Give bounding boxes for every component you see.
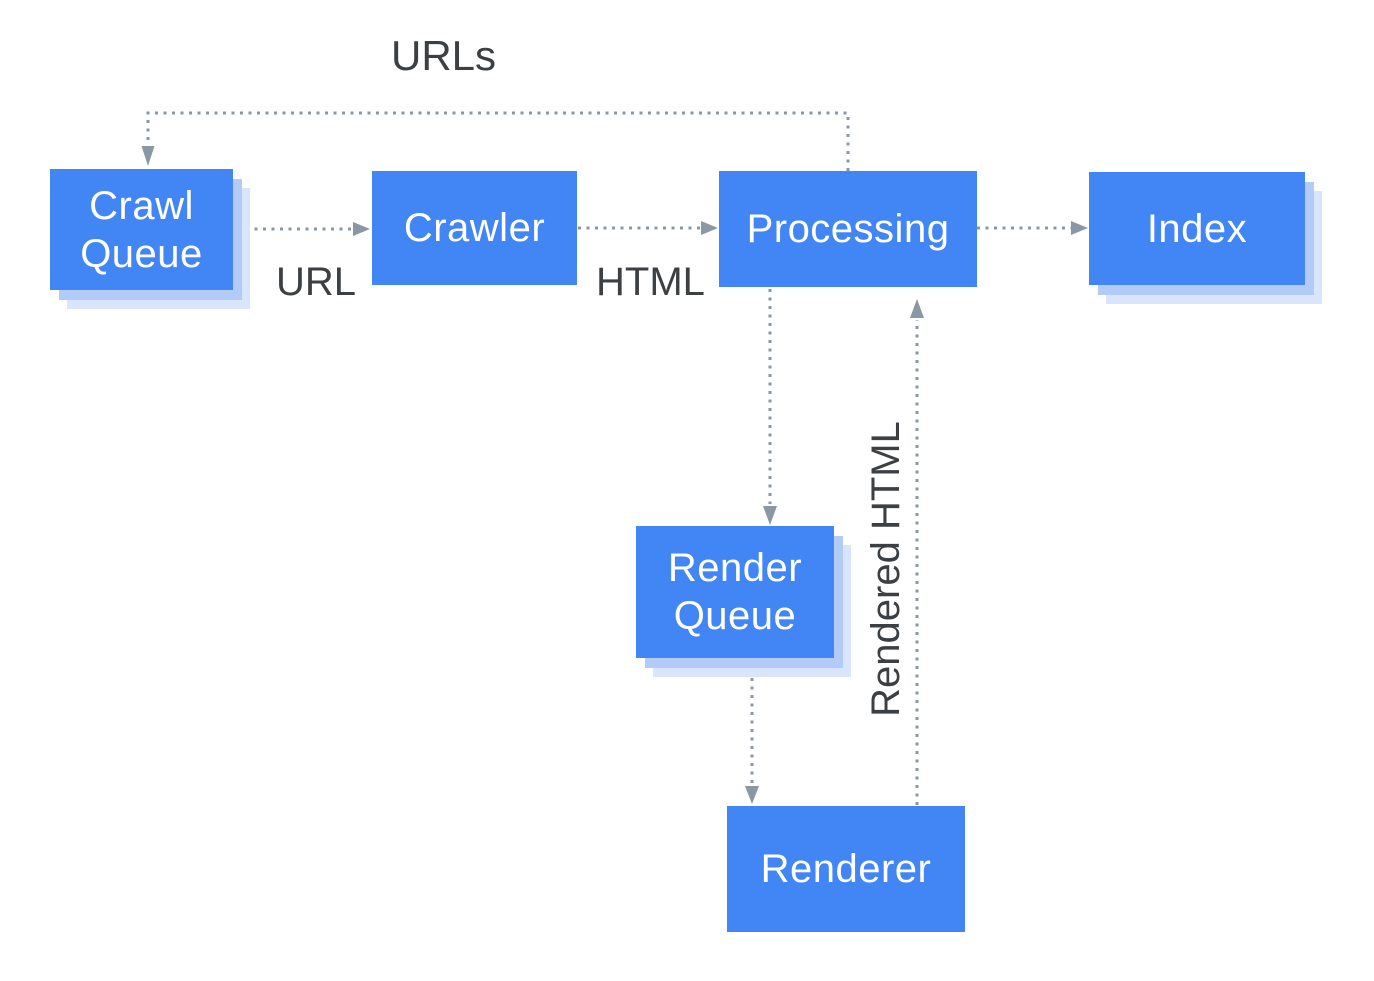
edge-label-html: HTML bbox=[596, 260, 705, 304]
node-renderer-label: Renderer bbox=[760, 847, 932, 891]
node-render-queue-label: Render Queue bbox=[667, 546, 803, 638]
node-processing: Processing bbox=[719, 171, 977, 287]
node-index: Index bbox=[1089, 172, 1305, 285]
arrowhead-into-renderer bbox=[745, 786, 759, 804]
arrowhead-into-crawler bbox=[353, 222, 370, 236]
node-index-label: Index bbox=[1146, 206, 1248, 251]
node-crawl-queue: Crawl Queue bbox=[50, 169, 233, 290]
arrowhead-into-render-queue bbox=[763, 506, 777, 525]
edge-label-urls: URLs bbox=[391, 32, 497, 79]
node-crawler-label: Crawler bbox=[403, 206, 546, 250]
node-render-queue: Render Queue bbox=[636, 526, 834, 658]
arrowhead-into-index bbox=[1071, 221, 1088, 235]
node-processing-label: Processing bbox=[746, 207, 950, 251]
node-crawl-queue-label: Crawl Queue bbox=[80, 183, 203, 276]
edge-processing-to-crawl-queue bbox=[146, 111, 850, 171]
arrowhead-into-crawl-queue bbox=[141, 146, 155, 166]
edge-label-url: URL bbox=[276, 260, 357, 304]
node-renderer: Renderer bbox=[727, 806, 965, 932]
edge-label-rendered-html: Rendered HTML bbox=[864, 421, 908, 717]
arrowhead-into-processing-bottom bbox=[910, 299, 924, 318]
arrowhead-into-processing-left bbox=[701, 221, 718, 235]
node-crawler: Crawler bbox=[372, 171, 577, 285]
